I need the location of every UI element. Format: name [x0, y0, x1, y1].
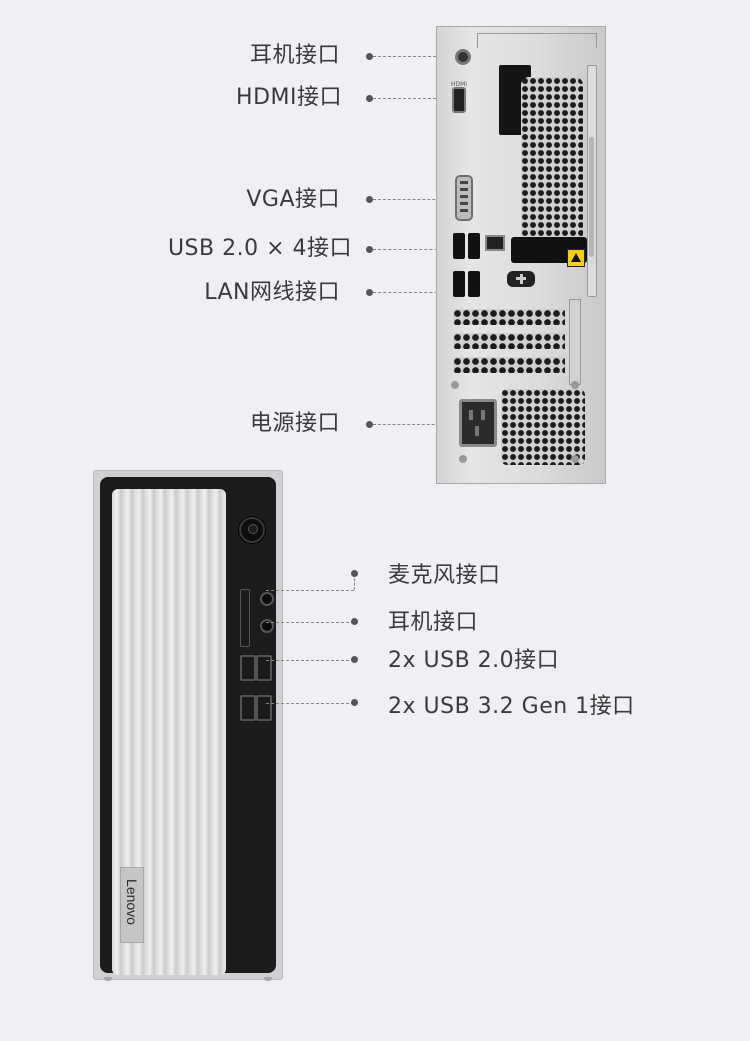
rear-power-inlet-icon — [459, 399, 497, 447]
leader-dot — [366, 289, 373, 296]
psu-vent — [501, 389, 585, 465]
leader-line — [373, 249, 453, 250]
label-rear-headphone: 耳机接口 — [249, 43, 340, 68]
side-handle — [589, 137, 594, 257]
rear-headphone-jack-icon — [455, 49, 471, 65]
leader-line — [373, 292, 453, 293]
rear-vga-port-icon — [455, 175, 473, 221]
label-rear-power: 电源接口 — [249, 411, 340, 436]
screw-icon — [571, 455, 579, 463]
label-front-usb32: 2x USB 3.2 Gen 1接口 — [388, 694, 635, 719]
leader-dot — [366, 95, 373, 102]
screw-icon — [459, 455, 467, 463]
leader-line — [373, 424, 459, 425]
label-rear-vga: VGA接口 — [246, 187, 340, 212]
leader-line-vertical — [354, 574, 355, 590]
leader-dot — [351, 699, 358, 706]
label-rear-lan: LAN网线接口 — [204, 280, 340, 305]
leader-dot — [351, 570, 358, 577]
front-usb3-port-icon — [256, 695, 272, 721]
leader-line — [266, 703, 354, 704]
slot-bracket — [569, 299, 581, 385]
leader-line — [373, 98, 451, 99]
front-usb2-port-icon — [240, 655, 256, 681]
rear-usb-port-icon — [453, 271, 465, 297]
rear-usb-port-icon — [468, 233, 480, 259]
expansion-slot-vent — [453, 309, 565, 325]
rear-lan-port-icon — [485, 235, 505, 251]
front-usb3-port-icon — [240, 695, 256, 721]
case-foot — [264, 977, 272, 981]
leader-line — [373, 56, 456, 57]
leader-dot — [366, 246, 373, 253]
label-rear-hdmi: HDMI接口 — [236, 85, 342, 110]
label-front-mic: 麦克风接口 — [388, 563, 501, 588]
leader-dot — [366, 196, 373, 203]
leader-line — [266, 622, 354, 623]
power-button[interactable] — [239, 517, 265, 543]
label-rear-usb20x4: USB 2.0 × 4接口 — [167, 236, 352, 261]
rear-side-vent — [521, 77, 583, 243]
front-mic-jack-icon — [260, 592, 274, 606]
lenovo-logo-text: Lenovo — [124, 879, 140, 925]
screw-icon — [571, 381, 579, 389]
rear-plus-slot-icon — [507, 271, 535, 287]
rear-hdmi-port-icon — [452, 87, 466, 113]
rear-view-case: HDMI — [436, 26, 606, 484]
leader-line — [266, 660, 354, 661]
rear-usb-port-icon — [468, 271, 480, 297]
front-usb2-port-icon — [256, 655, 272, 681]
warning-icon — [567, 249, 585, 267]
leader-dot — [366, 53, 373, 60]
leader-line — [373, 199, 455, 200]
card-reader-slot — [240, 589, 250, 647]
label-front-usb20: 2x USB 2.0接口 — [388, 648, 560, 673]
hdmi-mark: HDMI — [451, 81, 468, 88]
leader-dot — [351, 656, 358, 663]
screw-icon — [451, 381, 459, 389]
expansion-slot-vent — [453, 357, 565, 373]
case-foot — [104, 977, 112, 981]
label-front-headphone: 耳机接口 — [388, 610, 479, 635]
front-bezel: Lenovo — [100, 477, 276, 975]
expansion-slot-vent — [453, 333, 565, 349]
leader-dot — [366, 421, 373, 428]
front-view-case: Lenovo — [93, 470, 283, 981]
leader-line — [266, 590, 354, 591]
lenovo-logo: Lenovo — [120, 867, 144, 943]
leader-dot — [351, 618, 358, 625]
rear-usb-port-icon — [453, 233, 465, 259]
top-rail — [477, 33, 597, 48]
front-ribbed-panel: Lenovo — [112, 489, 226, 975]
